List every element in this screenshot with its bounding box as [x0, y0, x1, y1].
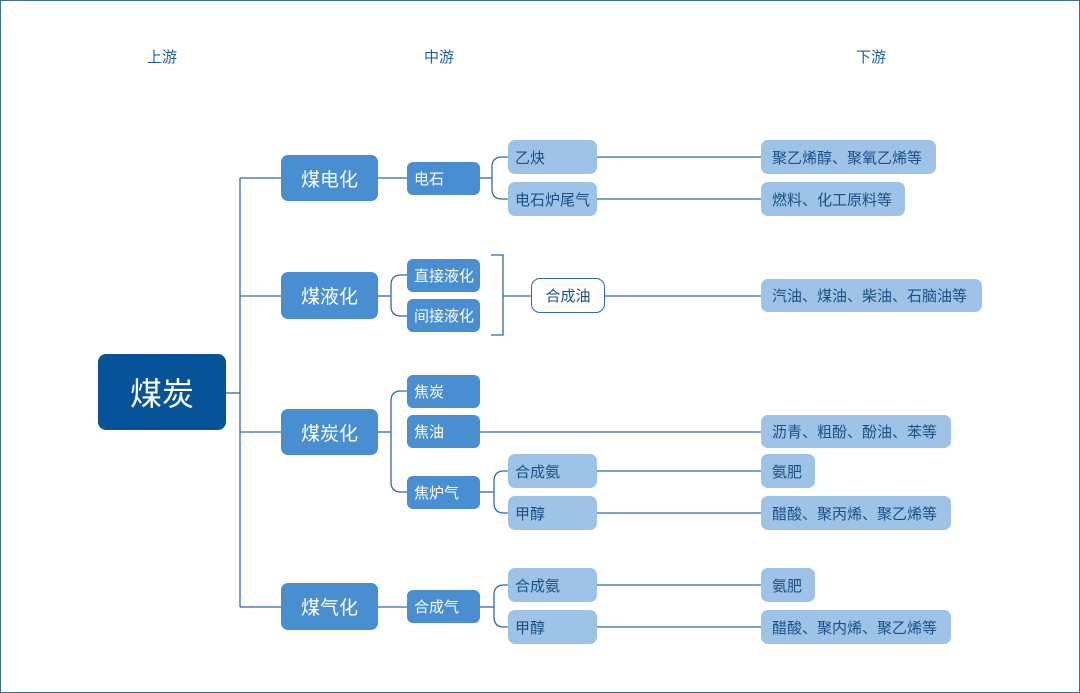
- use-polyvinyl-alcohol: 聚乙烯醇、聚氧乙烯等: [761, 140, 936, 174]
- branch-coal-liquefaction: 煤液化: [281, 272, 378, 319]
- node-calcium-carbide: 电石: [407, 162, 480, 195]
- node-furnace-tail-gas: 电石炉尾气: [508, 182, 597, 216]
- node-syngas: 合成气: [407, 590, 480, 623]
- node-coal-tar: 焦油: [407, 415, 480, 448]
- branch-coal-carbonization: 煤炭化: [281, 409, 378, 455]
- use-asphalt-phenol: 沥青、粗酚、酚油、苯等: [761, 415, 951, 448]
- use-fuel-chemicals: 燃料、化工原料等: [761, 182, 905, 216]
- use-ammonia-fertilizer-1: 氨肥: [761, 454, 815, 488]
- node-coke-oven-gas: 焦炉气: [407, 476, 480, 509]
- header-upstream: 上游: [147, 48, 178, 66]
- node-synthetic-ammonia-1: 合成氨: [508, 454, 597, 488]
- node-methanol-2: 甲醇: [508, 610, 597, 644]
- node-synthetic-oil: 合成油: [531, 278, 605, 313]
- header-downstream: 下游: [856, 48, 887, 66]
- node-acetylene: 乙炔: [508, 140, 597, 174]
- node-synthetic-ammonia-2: 合成氨: [508, 568, 597, 602]
- node-direct-liquefaction: 直接液化: [407, 259, 480, 292]
- node-indirect-liquefaction: 间接液化: [407, 299, 480, 332]
- node-methanol-1: 甲醇: [508, 496, 597, 530]
- branch-coal-power: 煤电化: [281, 155, 378, 201]
- header-midstream: 中游: [424, 48, 455, 66]
- root-node-coal: 煤炭: [98, 354, 226, 430]
- branch-coal-gasification: 煤气化: [281, 583, 378, 630]
- node-coke: 焦炭: [407, 375, 480, 408]
- use-acetic-acid-1: 醋酸、聚丙烯、聚乙烯等: [761, 496, 951, 530]
- use-acetic-acid-2: 醋酸、聚内烯、聚乙烯等: [761, 610, 951, 644]
- use-ammonia-fertilizer-2: 氨肥: [761, 568, 815, 602]
- use-fuels: 汽油、煤油、柴油、石脑油等: [761, 279, 982, 312]
